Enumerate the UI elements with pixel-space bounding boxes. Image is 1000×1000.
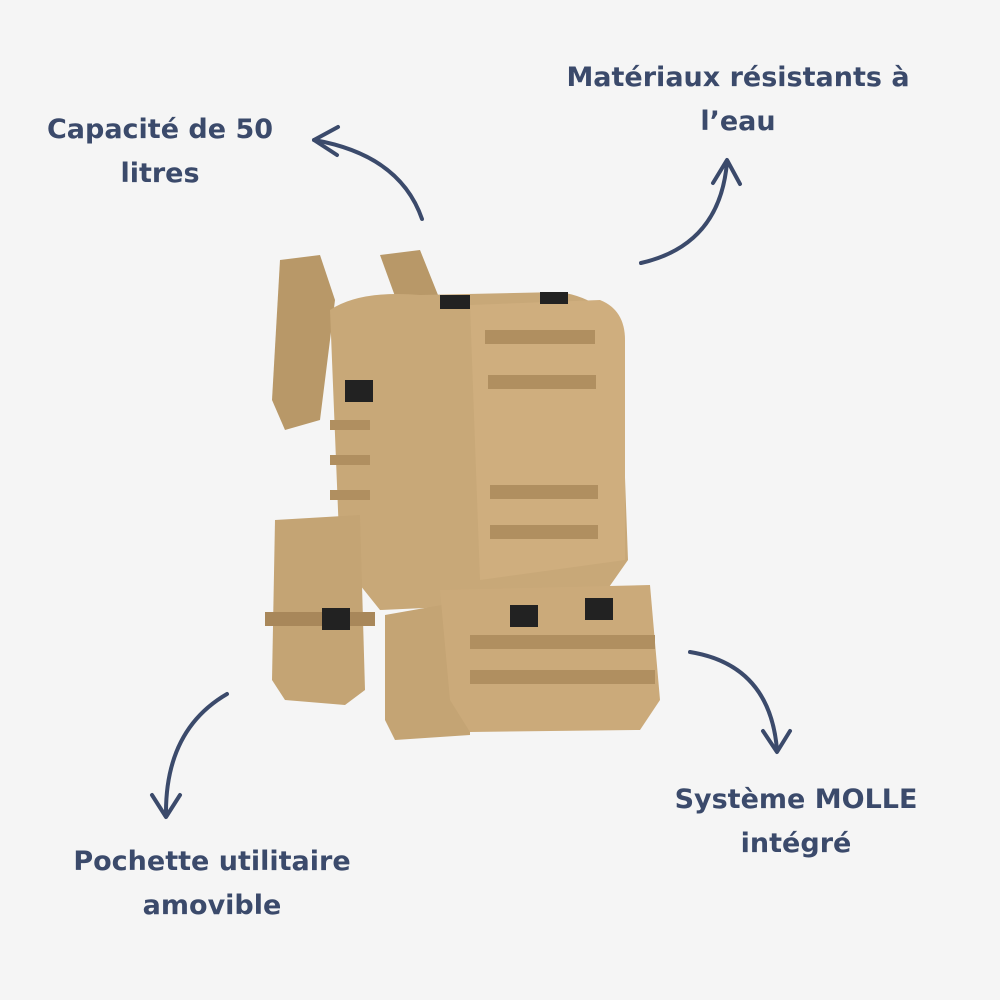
feature-line: amovible — [142, 890, 282, 921]
feature-line: intégré — [740, 828, 852, 859]
feature-waterproof: Matériaux résistants à l’eau — [538, 56, 938, 144]
feature-pouch: Pochette utilitaire amovible — [12, 840, 412, 928]
feature-line: l’eau — [700, 106, 776, 137]
feature-line: litres — [120, 158, 200, 189]
backpack-image — [265, 250, 660, 740]
arrow-capacity-icon — [312, 125, 424, 221]
feature-molle: Système MOLLE intégré — [596, 778, 996, 866]
feature-line: Matériaux résistants à — [566, 62, 910, 93]
feature-line: Système MOLLE — [674, 784, 918, 815]
arrow-molle-icon — [688, 650, 792, 754]
arrow-waterproof-icon — [639, 158, 742, 265]
arrow-pouch-icon — [150, 692, 229, 819]
feature-capacity: Capacité de 50 litres — [0, 108, 360, 196]
feature-line: Capacité de 50 — [46, 114, 274, 145]
feature-line: Pochette utilitaire — [73, 846, 351, 877]
